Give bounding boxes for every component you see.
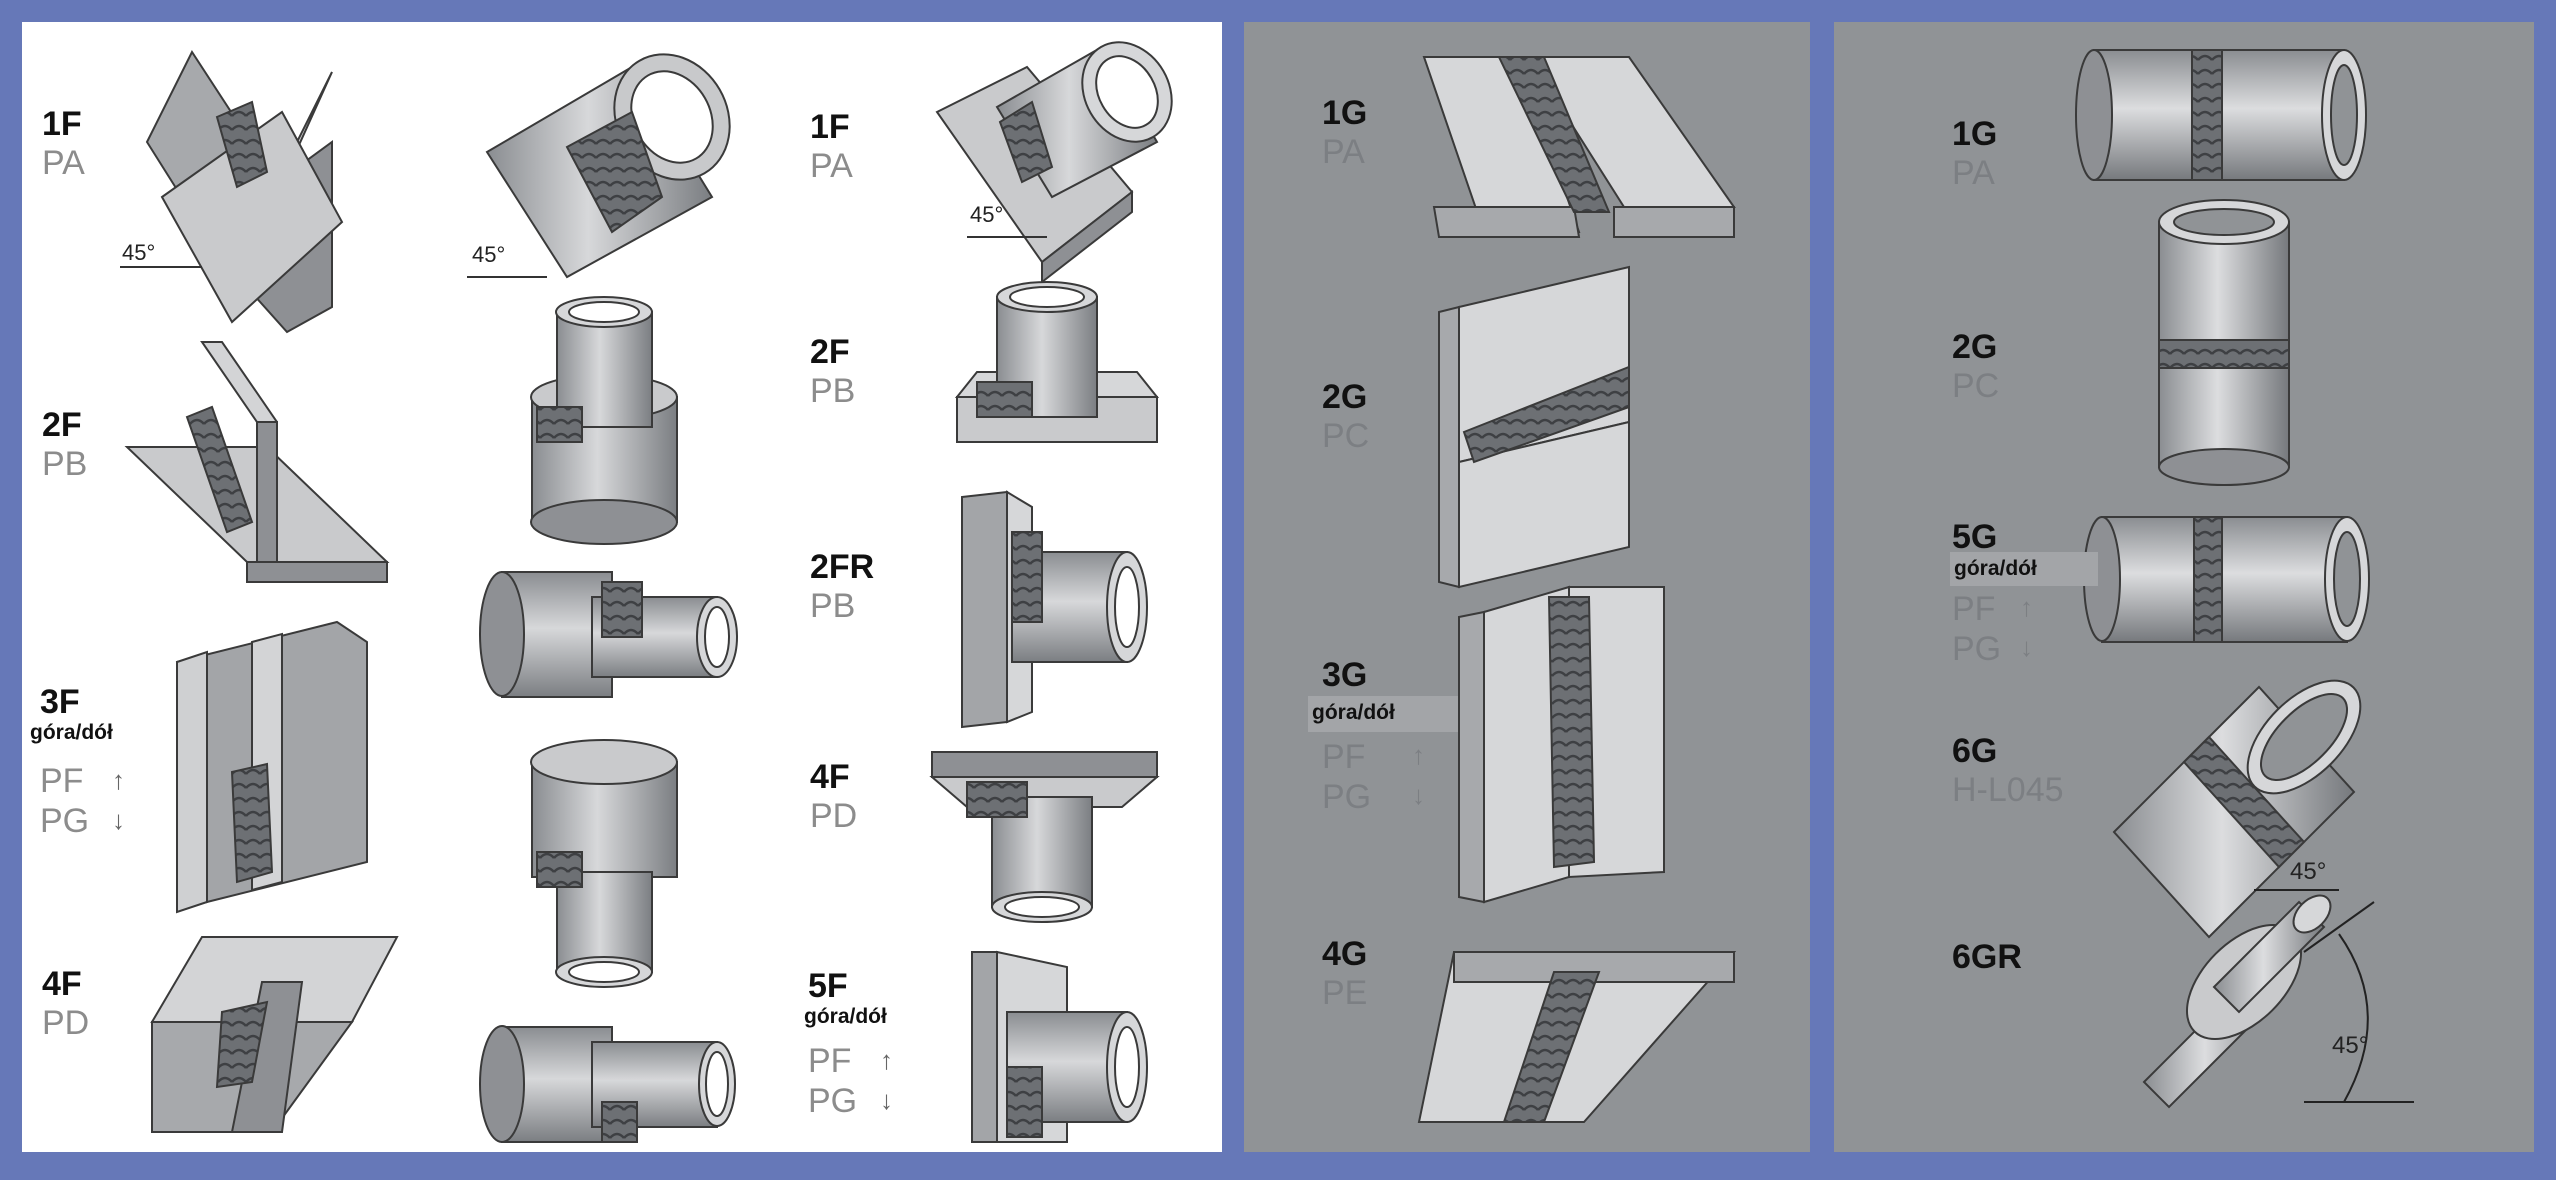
label-4f: 4F xyxy=(810,758,850,796)
pipe-fillet-5f xyxy=(479,1025,736,1143)
position-pa: PA xyxy=(810,147,853,185)
4f-plate-overhead xyxy=(150,936,399,1133)
label-1f: 1F xyxy=(42,105,82,143)
label-2g: 2G xyxy=(1952,328,1998,366)
label-4g: 4G xyxy=(1322,935,1368,973)
4g-plate-groove xyxy=(1417,951,1737,1123)
groove-weld-illustrations xyxy=(1417,56,1737,1123)
fillet-weld-panel: 1F PA 45° 2F PB 3F góra/dół PF ↑ PG ↓ 4F… xyxy=(22,22,1222,1152)
direction-note: góra/dół xyxy=(30,721,113,744)
position-pa: PA xyxy=(42,144,85,182)
position-pc: PC xyxy=(1322,417,1370,455)
2g-pipe-groove xyxy=(2158,199,2290,486)
arrow-up-icon: ↑ xyxy=(880,1045,893,1075)
arrow-down-icon: ↓ xyxy=(880,1085,893,1115)
label-3f: 3F xyxy=(40,683,80,721)
position-pf: PF xyxy=(1322,738,1366,776)
label-2g: 2G xyxy=(1322,378,1368,416)
position-pb: PB xyxy=(810,372,856,410)
label-6g: 6G xyxy=(1952,732,1998,770)
pipe-fillet-2fr xyxy=(479,571,738,698)
5g-pipe-groove xyxy=(2083,516,2370,643)
label-4f: 4F xyxy=(42,965,82,1003)
angle-label: 45° xyxy=(2332,1032,2369,1059)
position-pg: PG xyxy=(40,802,90,840)
label-3g: 3G xyxy=(1322,656,1368,694)
label-2f: 2F xyxy=(42,406,82,444)
pipe-plate-4f xyxy=(929,751,1160,923)
plate-groove-weld-panel: 1G PA 2G PC 3G góra/dół PF ↑ PG ↓ 4G PE xyxy=(1244,22,1810,1152)
label-2fr: 2FR xyxy=(810,548,875,586)
position-pa: PA xyxy=(1322,133,1365,171)
position-pf: PF xyxy=(808,1042,852,1080)
arrow-down-icon: ↓ xyxy=(1412,780,1425,810)
position-pg: PG xyxy=(808,1082,858,1120)
note-highlight xyxy=(1308,696,1458,732)
1f-plate-tjoint xyxy=(145,49,344,334)
position-pd: PD xyxy=(810,797,858,835)
position-h-l045: H-L045 xyxy=(1952,771,2064,809)
2f-plate-tjoint xyxy=(124,341,390,583)
position-pg: PG xyxy=(1322,778,1372,816)
pipe-groove-weld-panel: 1G PA 2G PC 5G góra/dół PF ↑ PG ↓ 6G H-L… xyxy=(1834,22,2534,1152)
label-5f: 5F xyxy=(808,967,848,1005)
note-highlight xyxy=(1950,552,2098,586)
label-1f: 1F xyxy=(810,108,850,146)
position-pb: PB xyxy=(810,587,856,625)
label-5g: 5G xyxy=(1952,518,1998,556)
position-pe: PE xyxy=(1322,974,1368,1012)
2g-plate-groove xyxy=(1438,265,1630,589)
position-pf: PF xyxy=(1952,590,1996,628)
pipe-fillet-4f xyxy=(530,739,678,988)
pipe-plate-2fr xyxy=(961,490,1148,729)
1g-pipe-groove xyxy=(2075,49,2367,181)
position-pf: PF xyxy=(40,762,84,800)
position-pa: PA xyxy=(1952,154,1995,192)
angle-label: 45° xyxy=(970,202,1004,227)
pipe-fillet-1f xyxy=(485,53,731,279)
position-pg: PG xyxy=(1952,630,2002,668)
arrow-down-icon: ↓ xyxy=(2020,632,2033,662)
pipe-plate-2f xyxy=(954,281,1160,443)
angle-label: 45° xyxy=(472,242,506,267)
pipe-plate-5f xyxy=(971,950,1148,1143)
fillet-weld-illustrations xyxy=(120,41,1173,1143)
angle-label: 45° xyxy=(2290,858,2327,885)
direction-note: góra/dół xyxy=(1954,557,2037,580)
arrow-up-icon: ↑ xyxy=(1412,740,1425,770)
angle-label: 45° xyxy=(122,240,156,265)
label-1g: 1G xyxy=(1322,94,1368,132)
arrow-down-icon: ↓ xyxy=(112,805,125,835)
position-pc: PC xyxy=(1952,367,2000,405)
position-pb: PB xyxy=(42,445,88,483)
arrow-up-icon: ↑ xyxy=(2020,592,2033,622)
position-pd: PD xyxy=(42,1004,90,1042)
label-1g: 1G xyxy=(1952,115,1998,153)
pipe-plate-1f xyxy=(935,41,1173,285)
label-6gr: 6GR xyxy=(1952,938,2022,976)
direction-note: góra/dół xyxy=(1312,701,1395,724)
arrow-up-icon: ↑ xyxy=(112,765,125,795)
direction-note: góra/dół xyxy=(804,1005,887,1028)
1g-plate-groove xyxy=(1422,56,1736,238)
3f-plate-vertical xyxy=(175,620,368,914)
label-2f: 2F xyxy=(810,333,850,371)
pipe-fillet-2f xyxy=(530,296,678,545)
6gr-pipe-restricted xyxy=(2142,894,2332,1109)
pipe-groove-illustrations xyxy=(2075,49,2414,1109)
6g-pipe-groove xyxy=(2112,679,2362,939)
3g-plate-groove xyxy=(1458,585,1665,904)
